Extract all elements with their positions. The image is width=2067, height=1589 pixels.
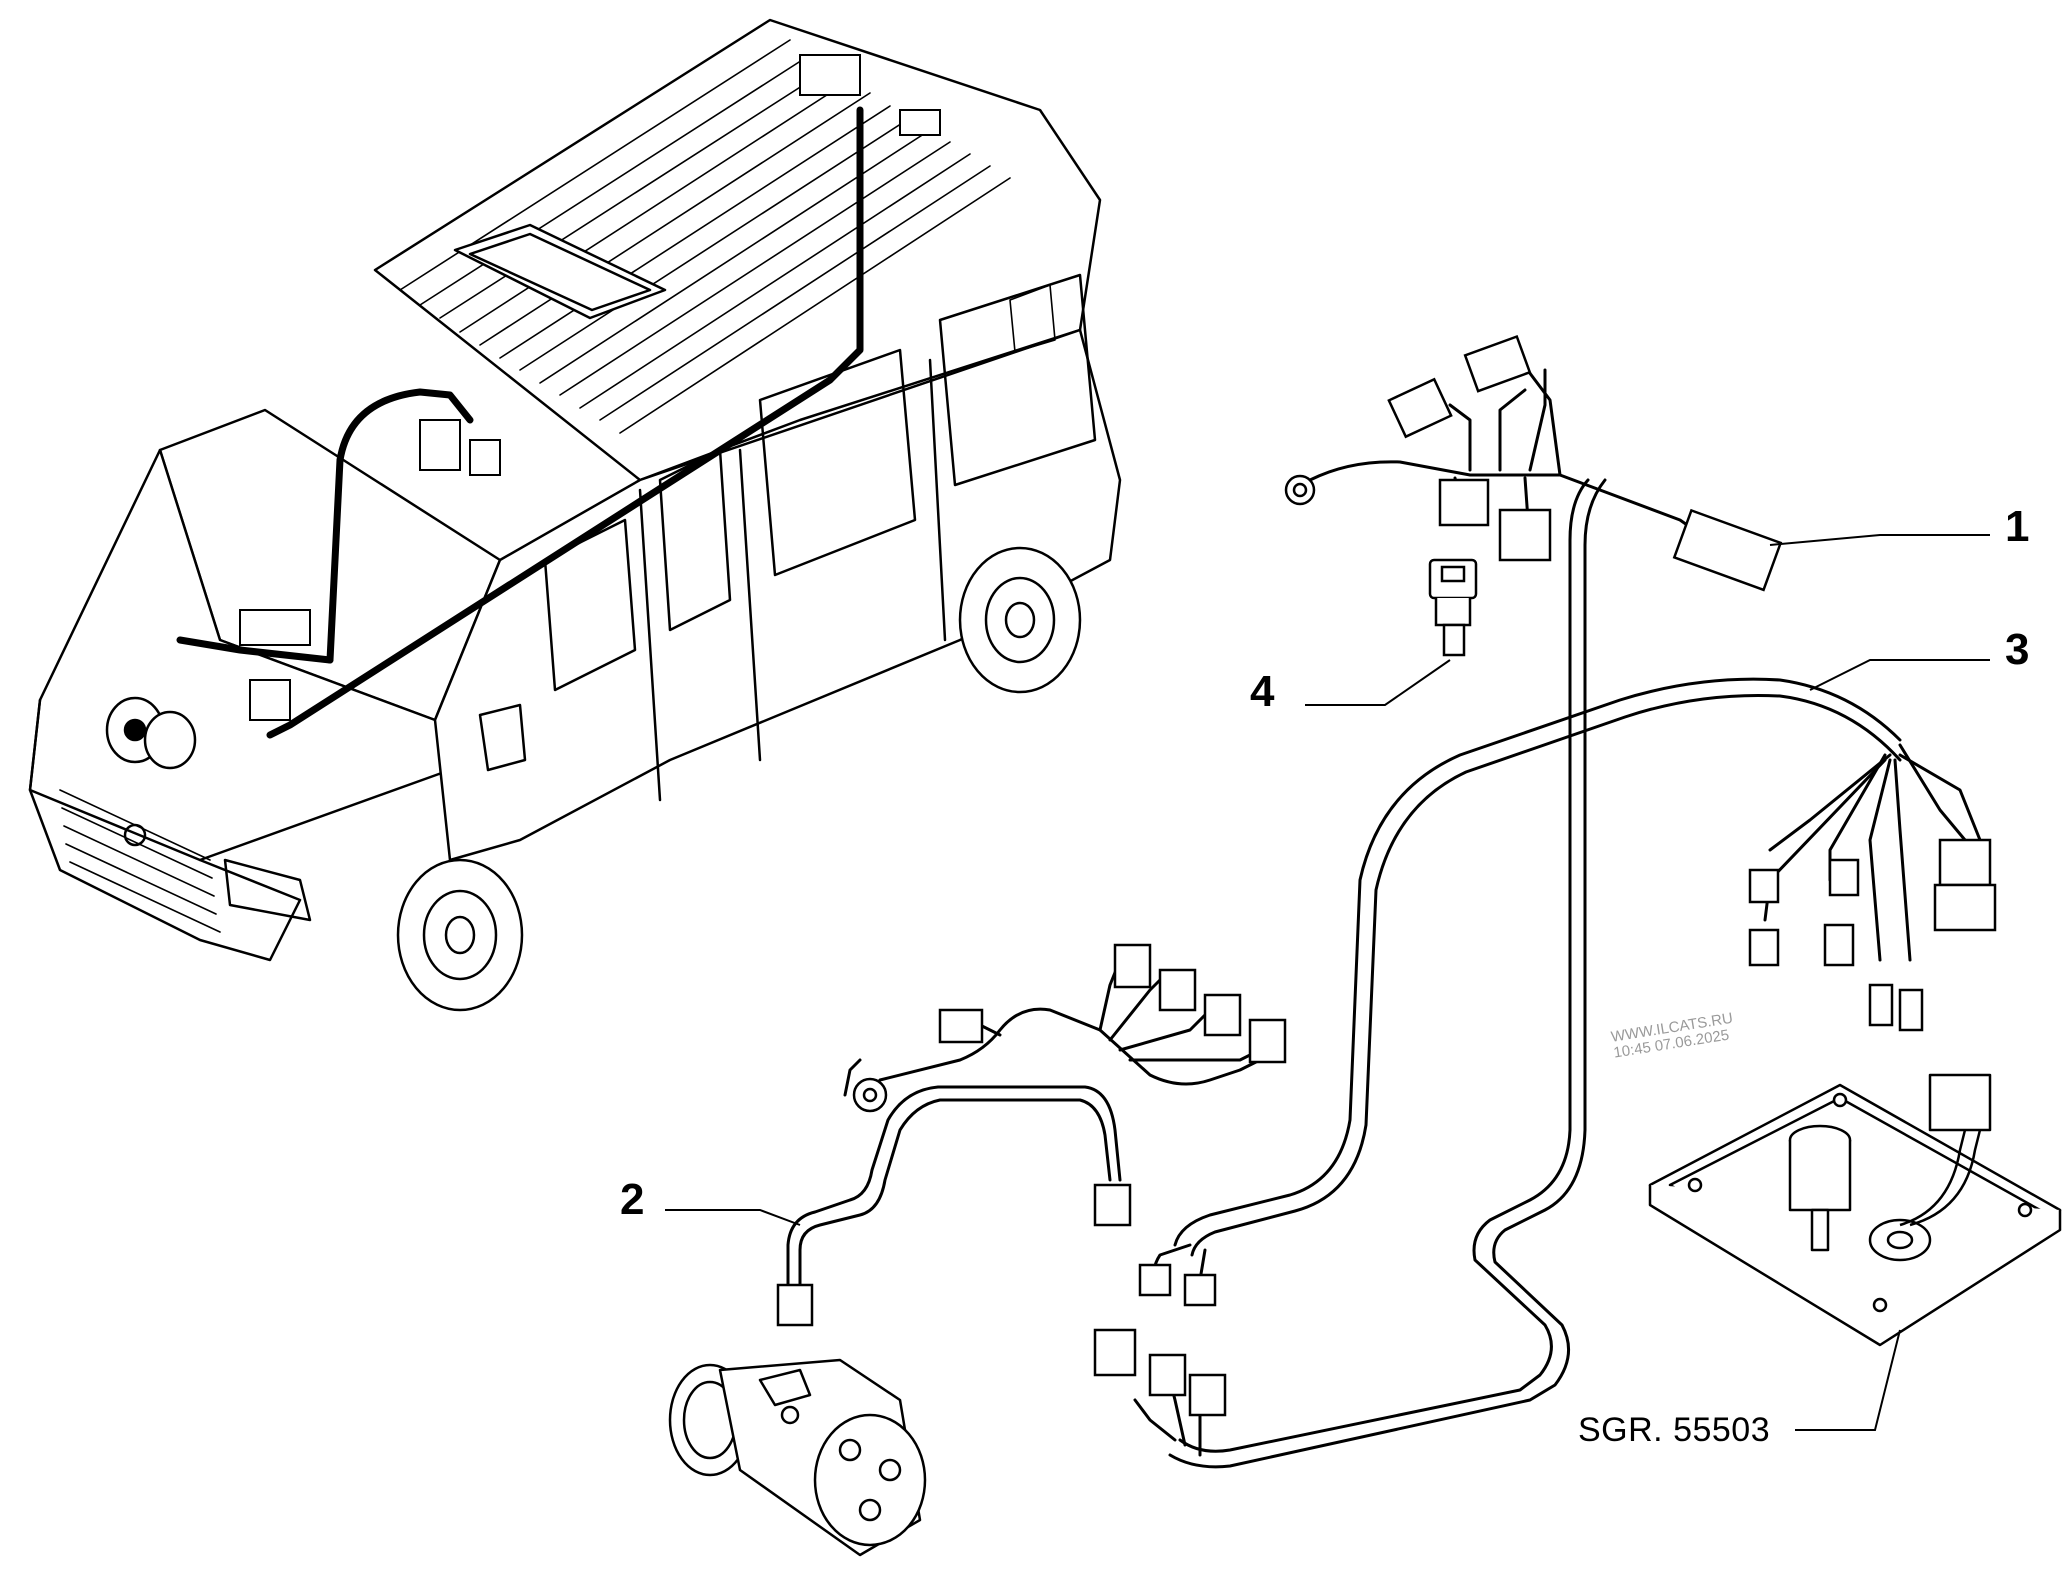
callout-4: 4 (1250, 667, 1275, 716)
part-1-connectors (1284, 334, 1783, 592)
relay-housing (1648, 1073, 2062, 1347)
part-4-pressure-switch (1428, 558, 1478, 657)
leader-lines (665, 534, 1990, 1431)
part-3-connectors (1093, 838, 1997, 1417)
ac-compressor (668, 1358, 927, 1557)
van-illustration (28, 18, 1122, 1012)
callout-2: 2 (620, 1175, 645, 1224)
van-harness-routing (176, 106, 864, 739)
part-2-harness (786, 958, 1262, 1287)
reference-label: SGR. 55503 (1578, 1411, 1771, 1449)
callout-1: 1 (2005, 502, 2030, 551)
van-roof-connectors (239, 54, 941, 721)
callout-3: 3 (2005, 625, 2030, 674)
part-2-connectors (776, 943, 1287, 1327)
van-compressor (105, 696, 197, 770)
